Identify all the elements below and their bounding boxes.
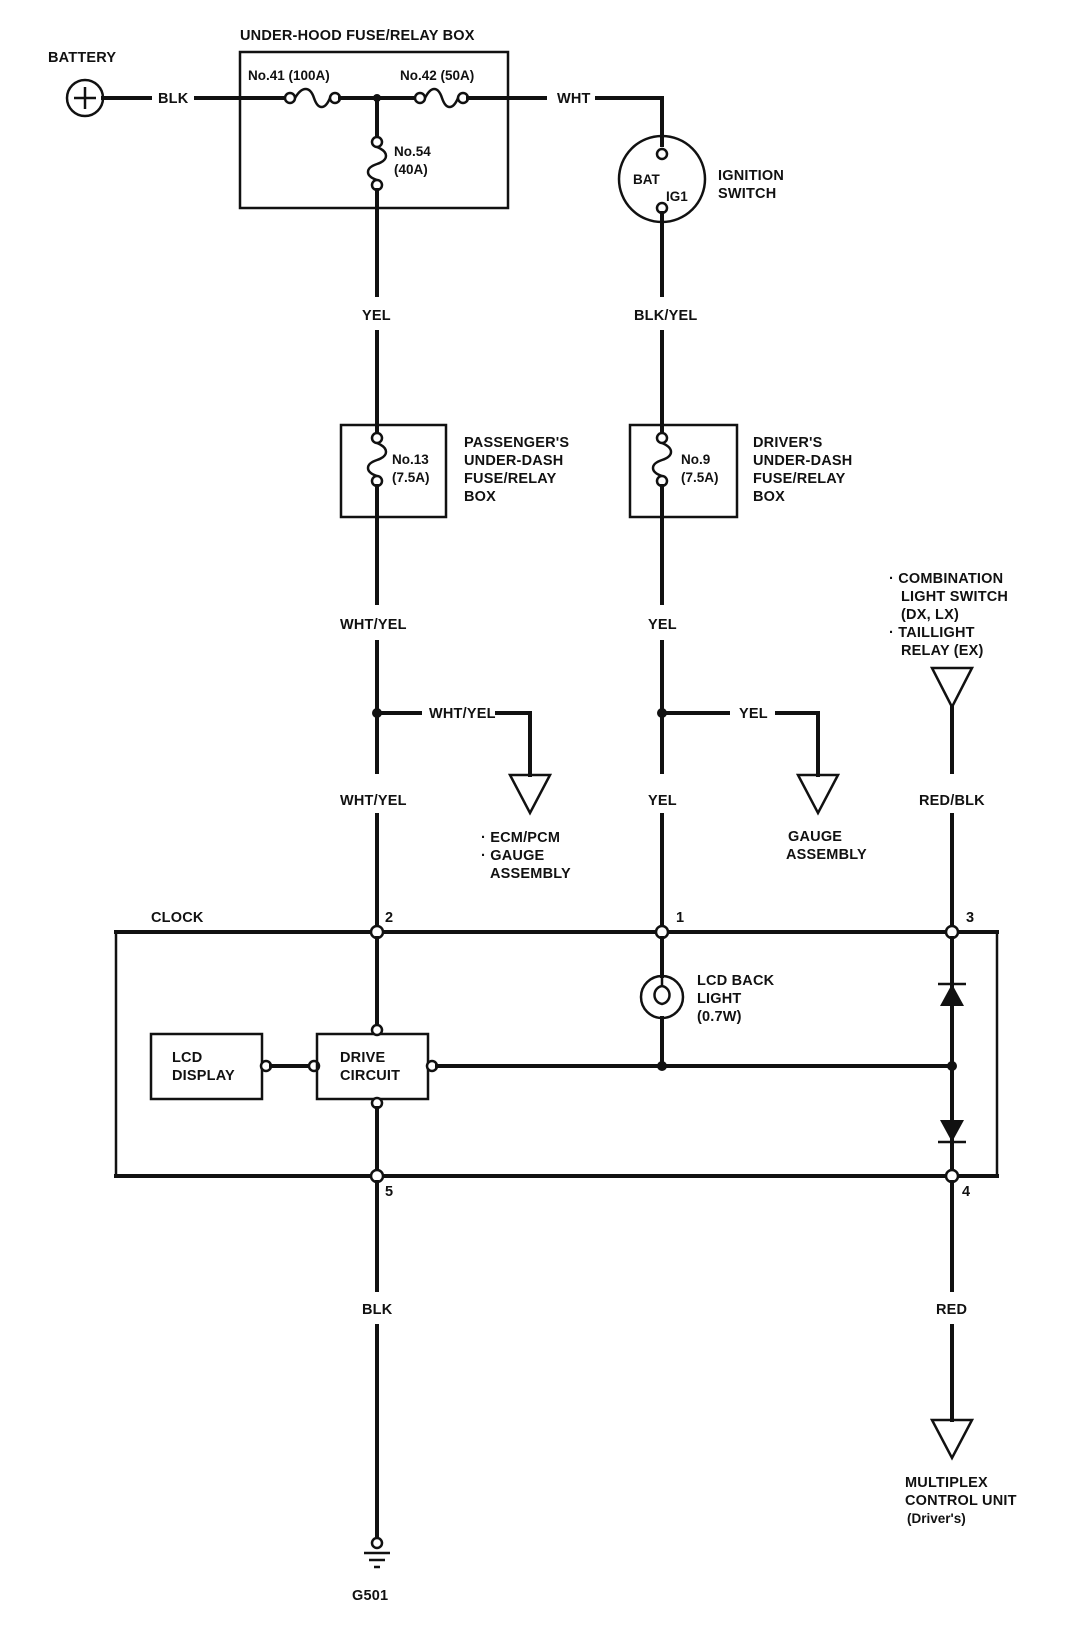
diode-upper bbox=[940, 984, 964, 1006]
ground-label: G501 bbox=[352, 1588, 388, 1604]
combo-label-5: RELAY (EX) bbox=[901, 643, 984, 659]
battery-wire-label: BLK bbox=[158, 91, 189, 107]
fuse-13-rating: (7.5A) bbox=[392, 470, 430, 485]
yel-wire-label-2: YEL bbox=[648, 793, 677, 809]
ecm-pcm-label: · ECM/PCM bbox=[481, 830, 560, 846]
fuse-42-element bbox=[423, 87, 460, 109]
backlight-label-3: (0.7W) bbox=[697, 1009, 742, 1025]
fuse-41-label: No.41 (100A) bbox=[248, 68, 330, 83]
drive-circuit-label-1: DRIVE bbox=[340, 1050, 385, 1066]
passenger-box-label-1: PASSENGER'S bbox=[464, 435, 569, 451]
fuse-9-rating: (7.5A) bbox=[681, 470, 719, 485]
yel-wire-label-1: YEL bbox=[648, 617, 677, 633]
underhood-box-title: UNDER-HOOD FUSE/RELAY BOX bbox=[240, 28, 475, 44]
fuse-42-label: No.42 (50A) bbox=[400, 68, 474, 83]
fuse-54-label: No.54 bbox=[394, 144, 431, 159]
clock-pin-1-label: 1 bbox=[676, 910, 684, 926]
yel-wire-label-top: YEL bbox=[362, 308, 391, 324]
fuse-13-element bbox=[366, 441, 388, 478]
diode-lower bbox=[940, 1120, 964, 1142]
fuse-41-element bbox=[293, 87, 332, 109]
clock-title: CLOCK bbox=[151, 910, 204, 926]
multiplex-label-3: (Driver's) bbox=[907, 1511, 966, 1526]
gauge-connector bbox=[795, 773, 841, 816]
driver-box-label-4: BOX bbox=[753, 489, 785, 505]
ignition-label-2: SWITCH bbox=[718, 186, 776, 202]
wht-wire bbox=[595, 96, 664, 147]
clock-pin-4-label: 4 bbox=[962, 1184, 970, 1200]
clock-unit bbox=[114, 930, 999, 1178]
multiplex-label-2: CONTROL UNIT bbox=[905, 1493, 1017, 1509]
blk-yel-wire-label: BLK/YEL bbox=[634, 308, 697, 324]
driver-box-label-1: DRIVER'S bbox=[753, 435, 823, 451]
fuse-9-label: No.9 bbox=[681, 452, 710, 467]
blk-wire-label-bottom: BLK bbox=[362, 1302, 393, 1318]
gauge-label: GAUGE bbox=[788, 829, 842, 845]
wht-yel-wire-label-2: WHT/YEL bbox=[340, 793, 407, 809]
wht-wire-label: WHT bbox=[557, 91, 591, 107]
driver-fuse-box bbox=[628, 423, 739, 519]
lcd-display-label-2: DISPLAY bbox=[172, 1068, 235, 1084]
clock-pin-5-label: 5 bbox=[385, 1184, 393, 1200]
battery-symbol bbox=[65, 78, 105, 118]
combo-label-3: (DX, LX) bbox=[901, 607, 959, 623]
passenger-box-label-4: BOX bbox=[464, 489, 496, 505]
battery-label: BATTERY bbox=[48, 50, 116, 66]
lcd-display bbox=[149, 1032, 264, 1101]
yel-branch-label: YEL bbox=[739, 706, 768, 722]
backlight-label-2: LIGHT bbox=[697, 991, 742, 1007]
fuse-54-element bbox=[366, 145, 388, 182]
passenger-box-label-2: UNDER-DASH bbox=[464, 453, 563, 469]
ignition-ig1-label: IG1 bbox=[666, 189, 688, 204]
driver-box-label-3: FUSE/RELAY bbox=[753, 471, 846, 487]
passenger-box-label-3: FUSE/RELAY bbox=[464, 471, 557, 487]
drive-circuit-label-2: CIRCUIT bbox=[340, 1068, 400, 1084]
combo-label-1: · COMBINATION bbox=[889, 571, 1003, 587]
clock-pin-3-label: 3 bbox=[966, 910, 974, 926]
multiplex-connector bbox=[929, 1418, 975, 1461]
fuse-9-element bbox=[651, 441, 673, 478]
red-wire-label-bottom: RED bbox=[936, 1302, 967, 1318]
underhood-fuse-box bbox=[238, 50, 510, 210]
red-blk-wire-label: RED/BLK bbox=[919, 793, 985, 809]
multiplex-label-1: MULTIPLEX bbox=[905, 1475, 988, 1491]
driver-box-label-2: UNDER-DASH bbox=[753, 453, 852, 469]
ecm-gauge-label: · GAUGE bbox=[481, 848, 545, 864]
wht-yel-branch-label: WHT/YEL bbox=[429, 706, 496, 722]
drive-circuit bbox=[315, 1032, 430, 1101]
passenger-fuse-box bbox=[339, 423, 448, 519]
wht-yel-wire-label-1: WHT/YEL bbox=[340, 617, 407, 633]
combination-switch-connector bbox=[929, 666, 975, 710]
fuse-13-label: No.13 bbox=[392, 452, 429, 467]
ignition-bat-label: BAT bbox=[633, 172, 660, 187]
ecm-gauge-connector bbox=[507, 773, 553, 816]
combo-label-4: · TAILLIGHT bbox=[889, 625, 975, 641]
fuse-54-rating: (40A) bbox=[394, 162, 428, 177]
backlight-label-1: LCD BACK bbox=[697, 973, 775, 989]
gauge-assembly-label: ASSEMBLY bbox=[786, 847, 867, 863]
lcd-display-label-1: LCD bbox=[172, 1050, 202, 1066]
clock-pin-2-label: 2 bbox=[385, 910, 393, 926]
ecm-assembly-label: ASSEMBLY bbox=[490, 866, 571, 882]
combo-label-2: LIGHT SWITCH bbox=[901, 589, 1008, 605]
ignition-label-1: IGNITION bbox=[718, 168, 784, 184]
